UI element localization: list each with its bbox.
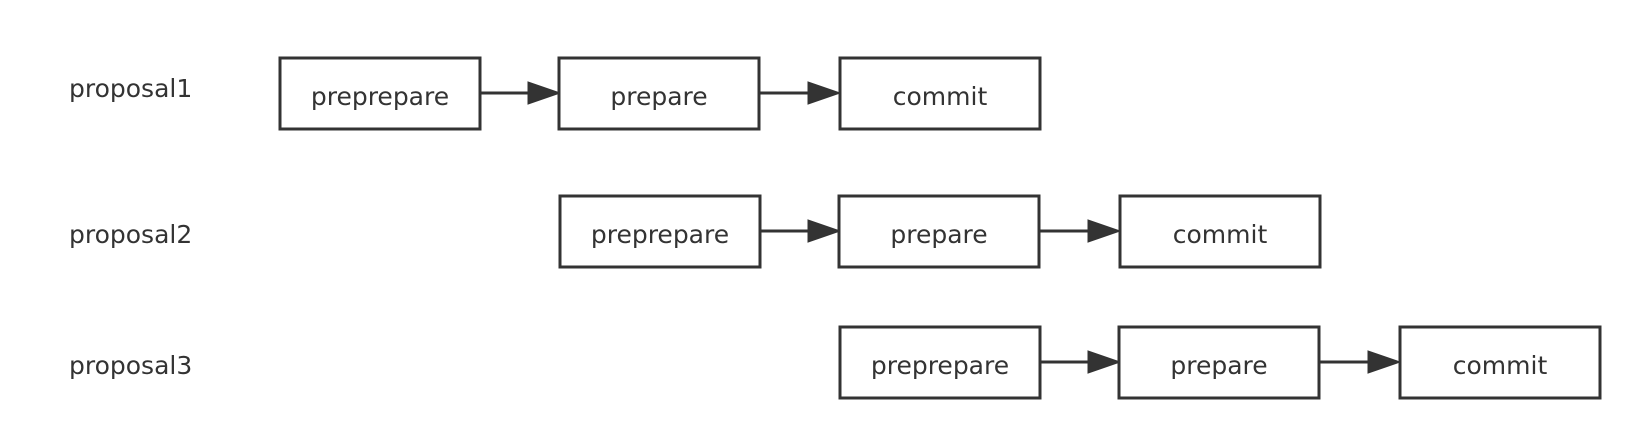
stage-label: commit (893, 82, 988, 111)
row-proposal3: proposal3 preprepare prepare commit (69, 325, 1602, 400)
stage-label: prepare (610, 82, 707, 111)
stage-box-prepare-rect (837, 194, 1041, 269)
stage-box-prepare-rect (557, 56, 761, 131)
stage-box-preprepare: preprepare (558, 194, 762, 269)
row-label: proposal2 (69, 220, 192, 249)
stage-box-commit: commit (1118, 194, 1322, 269)
stage-box-preprepare-rect (558, 194, 762, 269)
arrow-connector (759, 81, 842, 105)
stage-box-commit: commit (1398, 325, 1602, 400)
stage-label: prepare (890, 220, 987, 249)
arrow-connector (1040, 350, 1122, 374)
stage-label: commit (1173, 220, 1268, 249)
arrow-head-icon (1087, 219, 1122, 243)
stage-label: preprepare (311, 82, 449, 111)
stage-box-commit-rect (1398, 325, 1602, 400)
stage-box-prepare: prepare (557, 56, 761, 131)
arrow-connector (1319, 350, 1402, 374)
row-proposal2: proposal2 preprepare prepare commit (69, 194, 1322, 269)
stage-box-commit-rect (838, 56, 1042, 131)
row-proposal1: proposal1 preprepare prepare commit (69, 56, 1042, 131)
arrow-head-icon (527, 81, 562, 105)
stage-box-commit: commit (838, 56, 1042, 131)
stage-box-preprepare-rect (278, 56, 482, 131)
stage-label: preprepare (871, 351, 1009, 380)
stage-box-prepare: prepare (1117, 325, 1321, 400)
stage-box-preprepare: preprepare (278, 56, 482, 131)
arrow-head-icon (1367, 350, 1402, 374)
stage-box-commit-rect (1118, 194, 1322, 269)
stage-label: preprepare (591, 220, 729, 249)
stage-box-prepare: prepare (837, 194, 1041, 269)
arrow-connector (1039, 219, 1122, 243)
stage-label: prepare (1170, 351, 1267, 380)
row-label: proposal1 (69, 74, 192, 103)
arrow-head-icon (807, 219, 842, 243)
stage-label: commit (1453, 351, 1548, 380)
arrow-connector (480, 81, 562, 105)
arrow-head-icon (1087, 350, 1122, 374)
stage-box-preprepare: preprepare (838, 325, 1042, 400)
arrow-head-icon (807, 81, 842, 105)
arrow-connector (760, 219, 842, 243)
row-label: proposal3 (69, 351, 192, 380)
